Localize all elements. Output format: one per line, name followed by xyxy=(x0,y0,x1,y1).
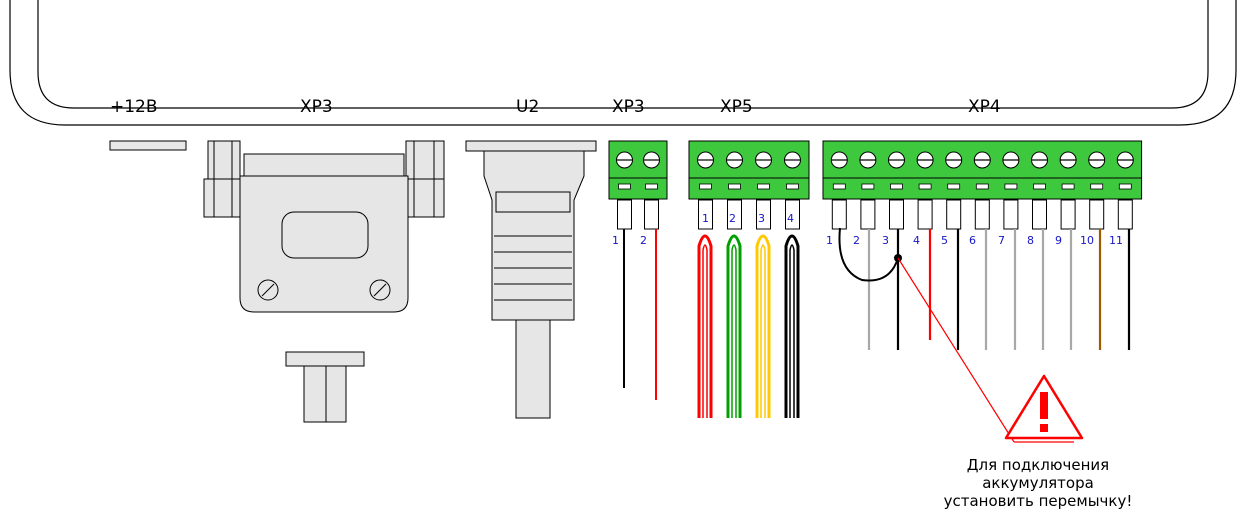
power-label: +12В xyxy=(110,97,158,117)
xp5-pin-1: 1 xyxy=(702,212,709,225)
xp4-terminal-block-pin-socket-2 xyxy=(860,199,876,230)
xp4-pin-5: 5 xyxy=(941,234,948,247)
xp4-terminal-block-pin-socket-7 xyxy=(1003,199,1019,230)
xp4-pin-1: 1 xyxy=(826,234,833,247)
xp4-pin-4: 4 xyxy=(913,234,920,247)
xp4-terminal-block-pin-socket-10 xyxy=(1089,199,1105,230)
xp5-terminal-block xyxy=(688,140,810,230)
xp3-pin-2: 2 xyxy=(640,234,647,247)
xp3-pin-1: 1 xyxy=(612,234,619,247)
xp4-pin-11: 11 xyxy=(1109,234,1123,247)
xp4-pin-9: 9 xyxy=(1055,234,1062,247)
xp5-wire-2 xyxy=(726,234,742,418)
usb-connector xyxy=(465,140,597,419)
xp4-terminal-block-pin-socket-8 xyxy=(1032,199,1047,230)
xp3-terminal-label: XP3 xyxy=(612,97,645,117)
warning-line-1: Для подключения xyxy=(966,456,1110,474)
xp5-wire-1 xyxy=(697,234,713,418)
xp4-pin-10: 10 xyxy=(1080,234,1094,247)
xp3-terminal-block xyxy=(608,140,668,230)
xp4-terminal-block-pin-socket-5 xyxy=(946,199,962,230)
xp4-pin-7: 7 xyxy=(998,234,1005,247)
xp4-terminal-block xyxy=(822,140,1143,230)
warning-icon xyxy=(1004,374,1084,440)
xp4-pin-2: 2 xyxy=(853,234,860,247)
xp4-terminal-block-pin-socket-9 xyxy=(1060,199,1076,230)
enclosure-outline xyxy=(9,0,1237,126)
power-connector xyxy=(109,140,187,151)
xp3-terminal-block-pin-socket-2 xyxy=(644,199,659,230)
battery-jumper xyxy=(838,227,899,282)
xp4-pin-3: 3 xyxy=(882,234,889,247)
warning-line-3: установить перемычку! xyxy=(943,492,1133,510)
xp5-pin-3: 3 xyxy=(758,212,765,225)
xp5-terminal-block-pin-socket-1 xyxy=(698,199,713,230)
xp4-pin-6: 6 xyxy=(969,234,976,247)
xp4-terminal-block-pin-socket-11 xyxy=(1117,199,1133,230)
xp5-pin-2: 2 xyxy=(729,212,736,225)
xp4-terminal-block-pin-socket-6 xyxy=(974,199,990,230)
xp5-wire-3 xyxy=(755,234,771,418)
xp4-terminal-block-pin-socket-1 xyxy=(831,199,847,230)
xp5-label: XP5 xyxy=(720,97,753,117)
xp4-terminal-block-pin-socket-4 xyxy=(917,199,933,230)
xp5-wire-4 xyxy=(784,234,800,418)
warning-leader-line xyxy=(897,257,1015,443)
battery-jumper-warning: Для подключения аккумулятора установить … xyxy=(918,456,1158,510)
xp4-pin-8: 8 xyxy=(1027,234,1034,247)
xp3-terminal-block-pin-socket-1 xyxy=(617,199,632,230)
enclosure-inner-outline xyxy=(37,0,1209,109)
xp5-terminal-block-pin-socket-2 xyxy=(727,199,742,230)
xp4-terminal-block-pin-socket-3 xyxy=(889,199,904,230)
db-connector xyxy=(203,140,445,423)
xp5-terminal-block-pin-socket-4 xyxy=(785,199,800,230)
xp4-label: XP4 xyxy=(968,97,1001,117)
xp5-pin-4: 4 xyxy=(787,212,794,225)
xp5-terminal-block-pin-socket-3 xyxy=(756,199,771,230)
db-connector-label: XP3 xyxy=(300,97,333,117)
warning-line-2: аккумулятора xyxy=(982,474,1094,492)
usb-label: U2 xyxy=(516,97,540,117)
